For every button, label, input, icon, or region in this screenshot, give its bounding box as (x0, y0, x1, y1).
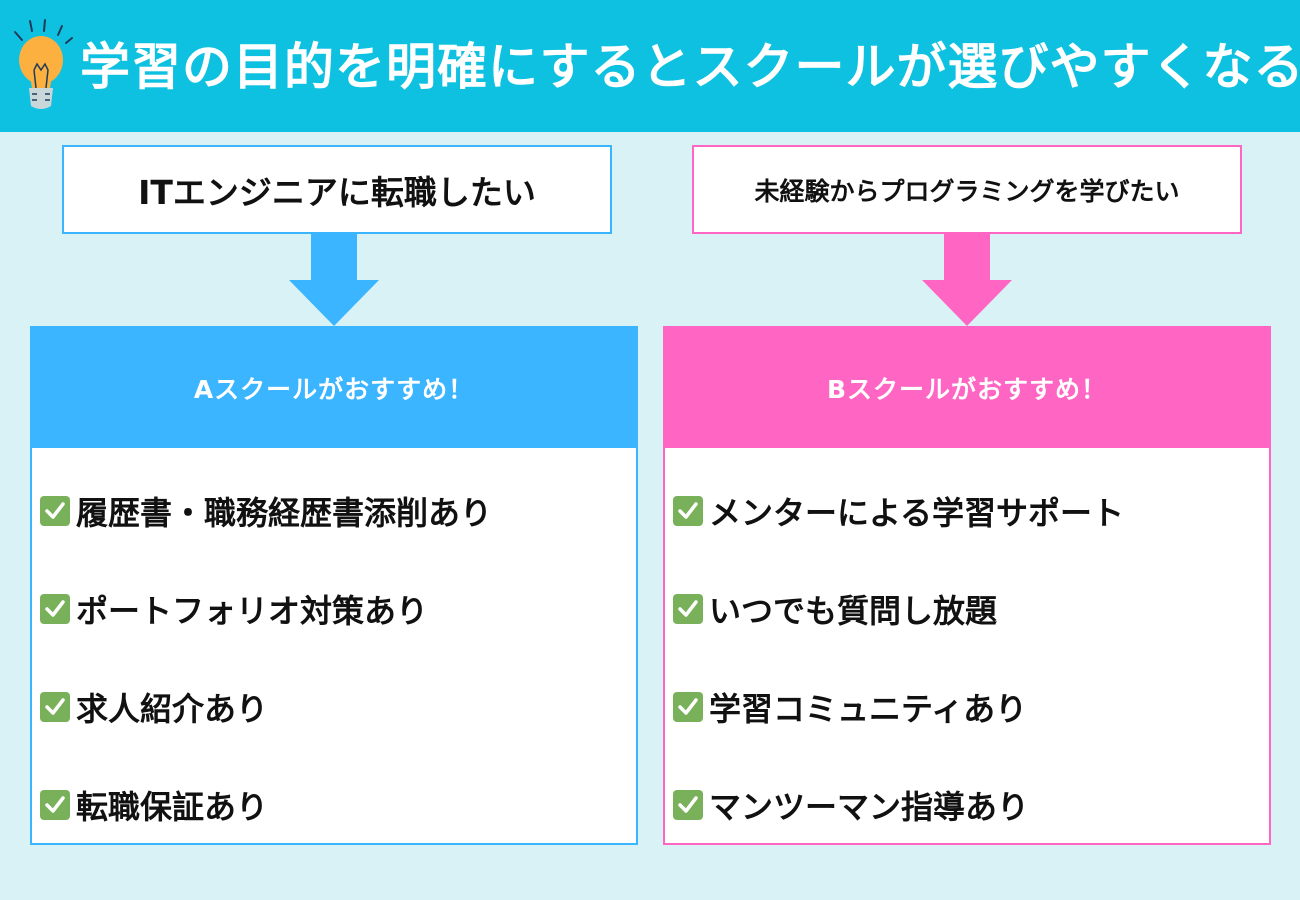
goal-box-learn-programming: 未経験からプログラミングを学びたい (692, 145, 1242, 234)
check-icon (673, 594, 703, 624)
goal-label: ITエンジニアに転職したい (138, 172, 536, 212)
check-icon (40, 692, 70, 722)
feature-item: いつでも質問し放題 (673, 560, 1269, 658)
feature-item: 学習コミュニティあり (673, 658, 1269, 756)
school-b-features: メンターによる学習サポート いつでも質問し放題 学習コミュニティあり マンツーマ… (665, 448, 1269, 854)
check-icon (673, 790, 703, 820)
lightbulb-icon (14, 19, 73, 109)
header-banner: 学習の目的を明確にするとスクールが選びやすくなる (0, 0, 1300, 132)
feature-item: 転職保証あり (40, 756, 636, 854)
goal-label: 未経験からプログラミングを学びたい (754, 176, 1180, 206)
feature-item: 求人紹介あり (40, 658, 636, 756)
check-icon (40, 790, 70, 820)
feature-item: 履歴書・職務経歴書添削あり (40, 462, 636, 560)
feature-item: メンターによる学習サポート (673, 462, 1269, 560)
school-a-recommendation: Aスクールがおすすめ！ (32, 328, 636, 448)
arrow-down-icon (922, 234, 1012, 326)
school-a-card: Aスクールがおすすめ！ 履歴書・職務経歴書添削あり ポートフォリオ対策あり 求人… (30, 326, 638, 845)
goal-box-it-engineer: ITエンジニアに転職したい (62, 145, 612, 234)
page-title: 学習の目的を明確にするとスクールが選びやすくなる (80, 38, 1300, 96)
school-b-recommendation: Bスクールがおすすめ！ (665, 328, 1269, 448)
check-icon (40, 496, 70, 526)
check-icon (40, 594, 70, 624)
check-icon (673, 692, 703, 722)
check-icon (673, 496, 703, 526)
feature-item: ポートフォリオ対策あり (40, 560, 636, 658)
school-a-features: 履歴書・職務経歴書添削あり ポートフォリオ対策あり 求人紹介あり 転職保証あり (32, 448, 636, 854)
arrow-down-icon (289, 234, 379, 326)
feature-item: マンツーマン指導あり (673, 756, 1269, 854)
school-b-card: Bスクールがおすすめ！ メンターによる学習サポート いつでも質問し放題 学習コミ… (663, 326, 1271, 845)
